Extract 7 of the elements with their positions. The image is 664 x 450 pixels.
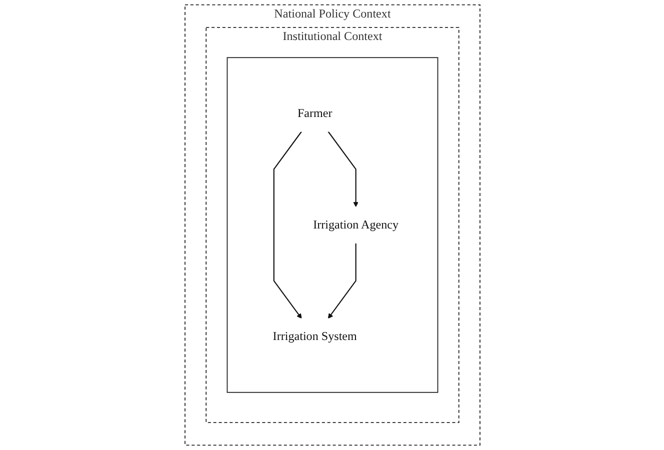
cluster (226, 57, 438, 393)
arrow (327, 243, 356, 319)
node-text: Farmer (296, 106, 332, 120)
arrow (272, 131, 302, 319)
node-text: Irrigation System (272, 330, 356, 344)
node-text: Irrigation Agency (312, 218, 398, 232)
arrow (327, 131, 358, 208)
